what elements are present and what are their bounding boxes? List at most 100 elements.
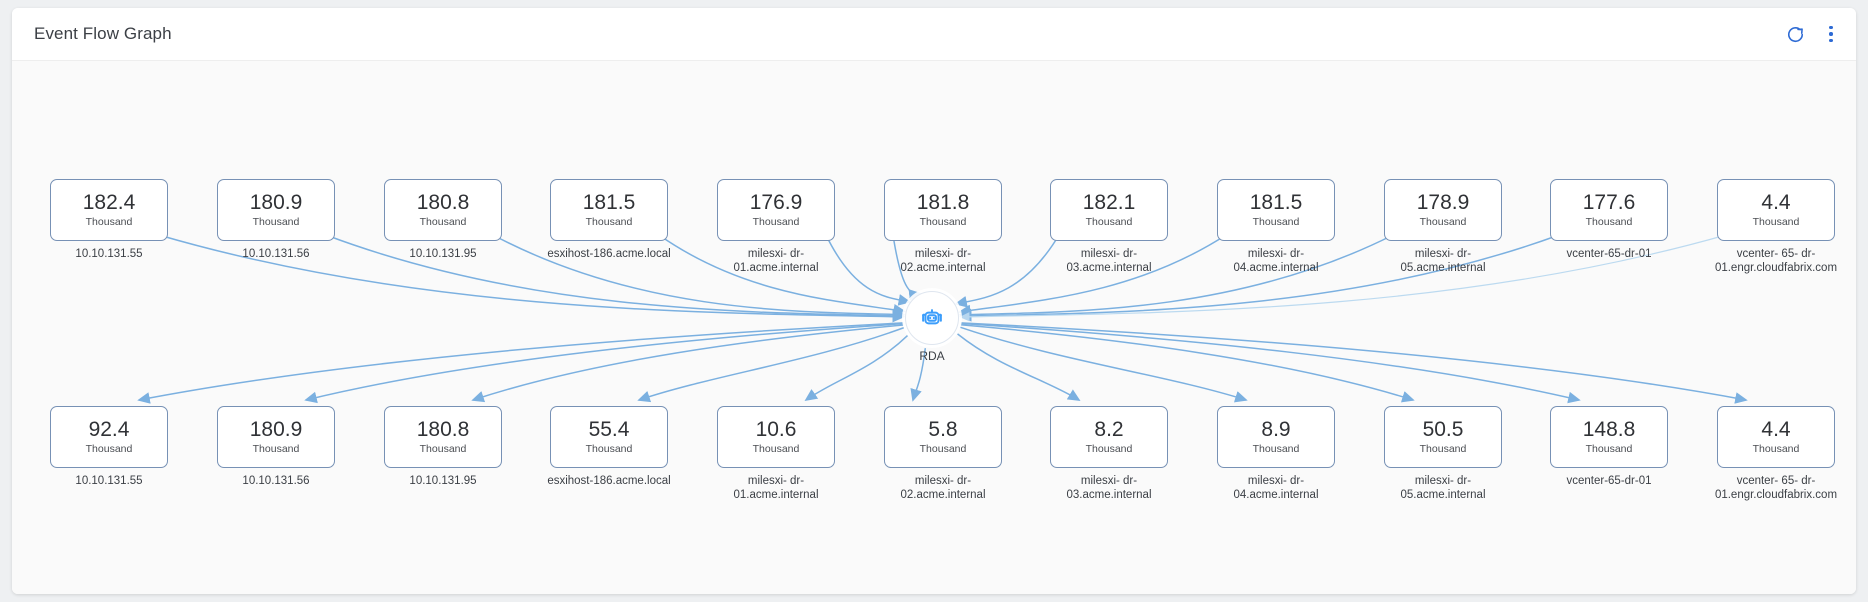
page-title: Event Flow Graph [34,24,172,43]
edge [960,324,1415,403]
node-value: 180.9 [249,191,303,215]
node-unit: Thousand [252,215,300,228]
node-unit: Thousand [419,215,467,228]
node-label: 10.10.131.56 [242,475,310,487]
kebab-dot-2 [1829,32,1833,36]
node-value: 8.2 [1094,418,1124,442]
node-unit: Thousand [919,215,967,228]
edge [960,322,1748,404]
node-unit: Thousand [419,442,467,455]
node-label: 10.10.131.56 [242,248,310,260]
node-label: vcenter- 65- dr- 01.engr.cloudfabrix.com [1714,248,1838,275]
node-value: 92.4 [88,418,130,442]
node-label: milesxi- dr- 03.acme.internal [1066,248,1152,275]
node-unit: Thousand [585,215,633,228]
node-value: 8.9 [1261,418,1291,442]
node-unit: Thousand [752,442,800,455]
edge [304,322,904,404]
node-label: milesxi- dr- 04.acme.internal [1233,248,1319,275]
node-value: 182.1 [1082,191,1136,215]
refresh-icon[interactable] [1784,23,1806,45]
node-value: 180.9 [249,418,303,442]
node-value: 181.5 [582,191,636,215]
center-node-label: RDA [919,349,945,363]
node-value: 181.8 [916,191,970,215]
node-label: milesxi- dr- 01.acme.internal [733,475,819,502]
node-unit: Thousand [1585,215,1633,228]
node-value: 180.8 [416,191,470,215]
edge [960,322,1581,404]
node-unit: Thousand [1752,215,1800,228]
node-label: esxihost-186.acme.local [547,248,671,260]
node-label: 10.10.131.95 [409,248,477,260]
node-value: 182.4 [82,191,136,215]
node-unit: Thousand [1252,215,1300,228]
node-unit: Thousand [1752,442,1800,455]
node-value: 55.4 [588,418,630,442]
node-unit: Thousand [1252,442,1300,455]
node-unit: Thousand [752,215,800,228]
node-label: milesxi- dr- 01.acme.internal [733,248,819,275]
node-unit: Thousand [252,442,300,455]
node-label: milesxi- dr- 02.acme.internal [900,248,986,275]
node-value: 4.4 [1761,418,1791,442]
node-label: vcenter-65-dr-01 [1566,248,1652,260]
node-value: 10.6 [755,418,797,442]
node-value: 180.8 [416,418,470,442]
node-unit: Thousand [919,442,967,455]
center-node-rda[interactable]: RDA [872,291,992,363]
node-unit: Thousand [1085,442,1133,455]
edge [637,326,905,403]
edge [137,322,904,404]
kebab-menu-icon[interactable] [1822,23,1840,45]
node-label: esxihost-186.acme.local [547,475,671,487]
node-value: 5.8 [928,418,958,442]
